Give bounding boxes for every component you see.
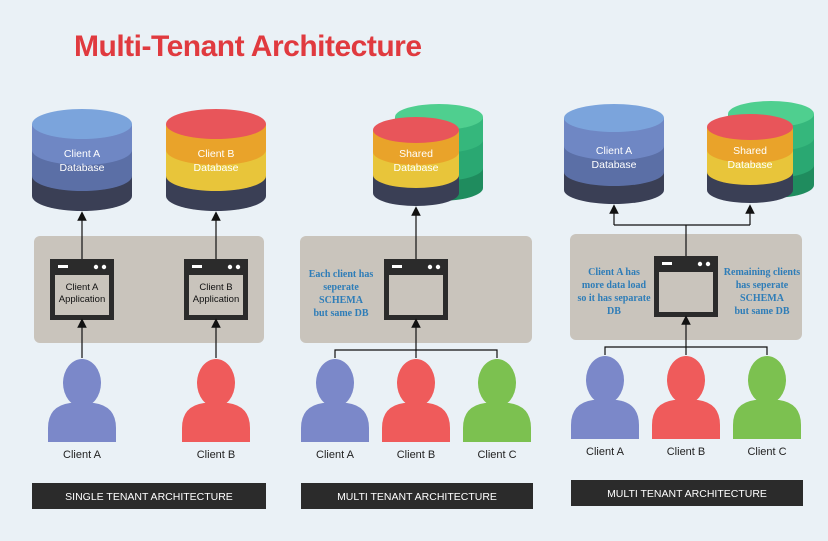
db-label-line1: Shared xyxy=(399,148,433,160)
note-line: more data load xyxy=(582,280,647,291)
panel-multi-tenant-shared-db: Shared Database Each client has seperate… xyxy=(300,104,533,509)
client-label: Client B xyxy=(397,449,436,461)
note-line: SCHEMA xyxy=(319,295,364,306)
app-label-line2: Application xyxy=(193,294,239,305)
client-label: Client A xyxy=(63,449,102,461)
client-a-database-icon: Client A Database xyxy=(32,109,132,211)
db-label-line2: Database xyxy=(592,159,637,171)
client-b-person-icon xyxy=(652,356,720,439)
caption-bar-label: MULTI TENANT ARCHITECTURE xyxy=(337,491,497,503)
shared-application-window-icon xyxy=(654,256,718,317)
db-label-line1: Client A xyxy=(64,148,100,160)
app-label-line1: Client A xyxy=(66,282,99,293)
note-line: but same DB xyxy=(313,308,368,319)
caption-bar xyxy=(32,483,266,509)
caption-bar-label: SINGLE TENANT ARCHITECTURE xyxy=(65,491,233,503)
caption-bar xyxy=(571,480,803,506)
note-line: Remaining clients xyxy=(724,267,800,278)
client-a-application-window-icon: Client A Application xyxy=(50,259,114,320)
db-label-line2: Database xyxy=(728,159,773,171)
client-c-person-icon xyxy=(733,356,801,439)
note-line: has seperate xyxy=(736,280,789,291)
note-line: seperate xyxy=(323,282,359,293)
shared-database-icon: Shared Database xyxy=(707,101,814,203)
client-label: Client B xyxy=(667,446,706,458)
note-line: but same DB xyxy=(734,306,789,317)
db-label-line1: Client A xyxy=(596,145,632,157)
shared-application-window-icon xyxy=(384,259,448,320)
client-a-person-icon xyxy=(301,359,369,442)
client-label: Client B xyxy=(197,449,236,461)
note-line: DB xyxy=(607,306,621,317)
client-b-person-icon xyxy=(382,359,450,442)
client-label: Client C xyxy=(477,449,516,461)
db-label-line2: Database xyxy=(60,162,105,174)
db-label-line2: Database xyxy=(394,162,439,174)
client-a-person-icon xyxy=(571,356,639,439)
db-label-line2: Database xyxy=(194,162,239,174)
client-b-database-icon: Client B Database xyxy=(166,109,266,211)
client-b-person-icon xyxy=(182,359,250,442)
client-label: Client A xyxy=(586,446,625,458)
page-title: Multi-Tenant Architecture xyxy=(74,30,422,63)
app-label-line2: Application xyxy=(59,294,105,305)
client-c-person-icon xyxy=(463,359,531,442)
app-label-line1: Client B xyxy=(199,282,232,293)
shared-database-icon: Shared Database xyxy=(373,104,483,206)
client-label: Client A xyxy=(316,449,355,461)
note-line: so it has separate xyxy=(577,293,651,304)
client-label: Client C xyxy=(747,446,786,458)
db-label-line1: Shared xyxy=(733,145,767,157)
panel-multi-tenant-hybrid: Client A Database Shared Database xyxy=(564,101,814,506)
client-a-database-icon: Client A Database xyxy=(564,104,664,204)
caption-bar xyxy=(301,483,533,509)
panel-single-tenant: Client A Database Client B Database xyxy=(32,109,266,509)
note-line: Client A has xyxy=(588,267,640,278)
client-b-application-window-icon: Client B Application xyxy=(184,259,248,320)
client-a-person-icon xyxy=(48,359,116,442)
note-line: Each client has xyxy=(309,269,374,280)
note-line: SCHEMA xyxy=(740,293,785,304)
caption-bar-label: MULTI TENANT ARCHITECTURE xyxy=(607,488,767,500)
db-label-line1: Client B xyxy=(198,148,235,160)
